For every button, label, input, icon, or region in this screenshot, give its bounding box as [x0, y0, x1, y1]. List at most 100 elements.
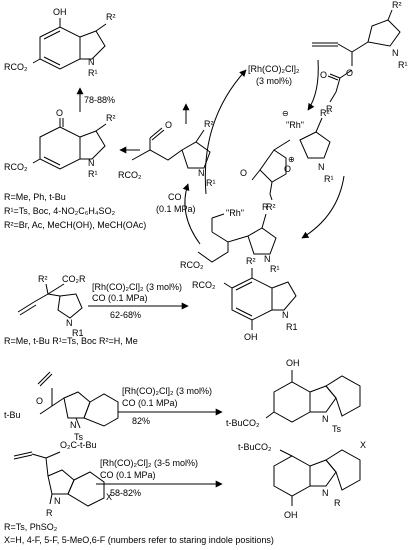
- r2-label: R²: [106, 113, 116, 123]
- ester-oxygen-label: O: [346, 68, 353, 78]
- cycle-footnote-r1: R¹=Ts, Boc, 4-NO₂C₆H₄SO₂: [4, 206, 116, 216]
- ring-oxygen-label: O: [284, 164, 291, 174]
- catalyst-label: [Rh(CO)₂Cl]₂: [248, 64, 300, 74]
- ketene-oxygen-label: O: [165, 120, 172, 130]
- reaction-3-product: OH t-BuCO₂ N Ts: [226, 358, 361, 434]
- cycle-arrow-1: [307, 59, 319, 111]
- nitrogen-label: N: [322, 488, 329, 498]
- r2-label: R²: [266, 202, 276, 212]
- reaction-3: O t-Bu N Ts [Rh(CO)₂Cl]₂ (3 mol%) CO (0.…: [4, 358, 361, 442]
- cycle-yield: 78-88%: [84, 95, 115, 105]
- r1-label: R¹: [88, 169, 98, 179]
- ester-label: t-BuCO₂: [238, 442, 272, 452]
- reaction-3-substrate: O t-Bu N Ts: [4, 371, 119, 442]
- hydroxy-label: OH: [244, 332, 258, 342]
- nitrogen-label: N: [318, 162, 325, 172]
- ester-label: RCO₂: [180, 260, 204, 270]
- hydroxy-label: OH: [286, 358, 300, 368]
- r-label: R: [262, 202, 269, 212]
- reaction-4: O₂C-t-Bu N R X [Rh(CO)₂Cl]₂ (3-5 mol%) C…: [4, 440, 366, 545]
- ester-label: RCO₂: [4, 162, 28, 172]
- nitrogen-label: N: [66, 318, 73, 328]
- r2-label: R²: [392, 0, 402, 10]
- cycle-arrow-2: [301, 175, 345, 239]
- catalytic-cycle: OH R² N R¹ RCO₂ 78-88% O R² N R¹ RCO₂: [4, 0, 408, 274]
- ester-label: O₂C-t-Bu: [60, 440, 97, 450]
- rh-label: "Rh": [286, 120, 304, 130]
- reaction-4-footnote-x: X=H, 4-F, 5-F, 5-MeO,6-F (numbers refer …: [4, 535, 274, 545]
- r2-label: R²: [38, 274, 48, 284]
- ts-label: Ts: [332, 424, 342, 434]
- nitrogen-label: N: [198, 168, 205, 178]
- reaction-4-co: CO (0.1 MPa): [100, 470, 156, 480]
- reaction-4-substrate: O₂C-t-Bu N R X: [13, 440, 112, 518]
- reaction-3-catalyst: [Rh(CO)₂Cl]₂ (3 mol%): [122, 386, 212, 396]
- cycle-footnote-r: R=Me, Ph, t-Bu: [4, 192, 66, 202]
- rh-label: "Rh": [226, 208, 244, 218]
- reaction-2-co: CO (0.1 MPa): [92, 293, 148, 303]
- ester-label: RCO₂: [118, 170, 142, 180]
- reaction-2: R² CO₂R N R1 [Rh(CO)₂Cl]₂ (3 mol%) CO (0…: [4, 256, 298, 346]
- nitrogen-label: N: [282, 310, 289, 320]
- r2-label: R²: [320, 108, 330, 118]
- r-label: R: [46, 508, 53, 518]
- r1-label: R¹: [88, 68, 98, 78]
- ketene-intermediate: O R² N R¹ RCO₂: [118, 119, 216, 188]
- r-label: R: [334, 498, 341, 508]
- carbonyl-oxygen-label: O: [320, 70, 327, 80]
- r1-label: R1: [286, 322, 298, 332]
- r2-label: R²: [246, 256, 256, 266]
- reaction-2-yield: 62-68%: [110, 310, 141, 320]
- co-label: CO: [168, 192, 182, 202]
- cycle-footnote-r2: R²=Br, Ac, MeCH(OH), MeCH(OAc): [4, 220, 146, 230]
- reaction-4-catalyst: [Rh(CO)₂Cl]₂ (3-5 mol%): [100, 458, 198, 468]
- tbu-label: t-Bu: [4, 410, 21, 420]
- nitrogen-label: N: [88, 57, 95, 67]
- indolone-intermediate: O R² N R¹ RCO₂: [4, 108, 116, 179]
- hydroxyindole-product: OH R² N R¹ RCO₂: [4, 7, 116, 78]
- r1-label: R¹: [206, 178, 216, 188]
- carbonyl-oxygen-label: O: [36, 396, 43, 406]
- rhodium-zwitterion: "Rh" ⊖ R² N R¹ O O ⊕ R: [240, 108, 334, 212]
- ring-oxygen-label: O: [240, 168, 247, 178]
- carbanion-charge: ⊖: [282, 109, 289, 118]
- reaction-4-yield: 58-82%: [110, 488, 141, 498]
- catalyst-regeneration-arrow: [204, 69, 247, 195]
- propargyl-ester-substrate: R² O O R N R¹: [312, 0, 408, 114]
- co-pressure-label: (0.1 MPa): [156, 204, 196, 214]
- r2-label: R²: [204, 119, 214, 129]
- r1-label: R¹: [398, 60, 408, 70]
- reaction-4-product: t-BuCO₂ N R OH X: [238, 440, 366, 520]
- reaction-2-substrate: R² CO₂R N R1: [17, 274, 86, 338]
- ts-label: Ts: [74, 432, 84, 442]
- oxo-label: O: [56, 108, 63, 118]
- catalyst-loading-label: (3 mol%): [256, 76, 292, 86]
- ester-label: t-BuCO₂: [226, 418, 260, 428]
- hydroxy-label: OH: [53, 7, 67, 17]
- hydroxy-label: OH: [284, 510, 298, 520]
- rhodium-vinyl-intermediate: "Rh" R² N R¹ RCO₂: [180, 202, 280, 274]
- ester-label: CO₂R: [62, 274, 86, 284]
- x-label: X: [360, 440, 366, 450]
- nitrogen-label: N: [264, 254, 271, 264]
- reaction-3-co: CO (0.1 MPa): [122, 398, 178, 408]
- nitrogen-label: N: [322, 414, 329, 424]
- x-label: X: [106, 492, 112, 502]
- reaction-2-product: R² RCO₂ N R1 OH: [192, 256, 298, 342]
- reaction-4-footnote-r: R=Ts, PhSO₂: [4, 522, 58, 532]
- oxocarbenium-charge: ⊕: [288, 155, 295, 164]
- nitrogen-label: N: [88, 158, 95, 168]
- reaction-2-conditions: R=Me, t-Bu R¹=Ts, Boc R²=H, Me: [4, 336, 138, 346]
- r2-label: R²: [106, 12, 116, 22]
- ester-label: RCO₂: [4, 62, 28, 72]
- ester-label: RCO₂: [192, 280, 216, 290]
- nitrogen-label: N: [70, 420, 77, 430]
- r1-label: R¹: [324, 174, 334, 184]
- r1-label: R1: [72, 328, 84, 338]
- cycle-arrow-3: [182, 183, 201, 245]
- r-label: R: [326, 104, 333, 114]
- reaction-2-catalyst: [Rh(CO)₂Cl]₂ (3 mol%): [92, 282, 182, 292]
- nitrogen-label: N: [392, 48, 399, 58]
- reaction-3-yield: 82%: [132, 416, 150, 426]
